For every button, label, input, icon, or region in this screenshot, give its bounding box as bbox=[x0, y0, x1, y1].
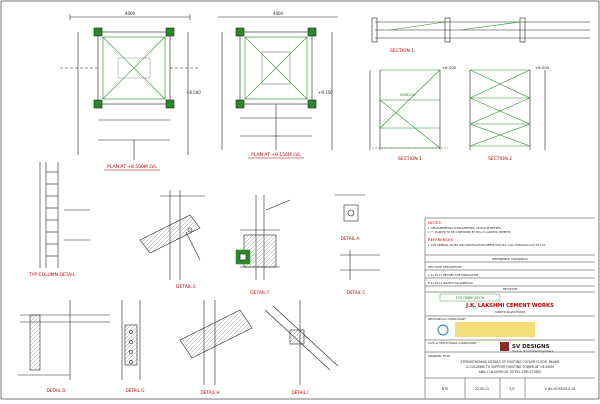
footer-sheet: 2/2 bbox=[509, 387, 514, 391]
title-line: STRENGTHENING DETAILS OF EXISTING COOLER… bbox=[460, 360, 559, 364]
sv-logo-icon bbox=[500, 342, 509, 351]
dim-4000-plan-top: 4000 bbox=[273, 11, 284, 16]
consultant-label: MECHANICAL CONSULTANT bbox=[428, 317, 466, 321]
title-detail-d: DETAIL D bbox=[46, 388, 65, 393]
reference-title: REFERENCE DRAWINGS bbox=[492, 257, 527, 261]
title-column-detail: TYP COLUMN DETAIL bbox=[28, 272, 76, 278]
client-location: SIROHI(RAJASTHAN) bbox=[495, 310, 525, 314]
revision-row: A 21.05.11 REVISED FOR FABRICATION bbox=[428, 273, 478, 277]
detail-g-view bbox=[121, 300, 141, 380]
title-plan-hb: PLAN AT +8.500M LVL bbox=[107, 164, 157, 170]
detail-a-view bbox=[335, 194, 365, 222]
references-heading: REFERENCES bbox=[428, 237, 454, 242]
title-block bbox=[424, 217, 595, 398]
title-detail-i: DETAIL I bbox=[291, 390, 308, 395]
detail-f-view bbox=[240, 195, 291, 280]
notes-heading: NOTES bbox=[428, 220, 442, 225]
title-label: DRAWING TITLE bbox=[428, 354, 450, 358]
dim-4000-plan: 4000 bbox=[125, 11, 136, 16]
structural-label: CIVIL & STRUCTURAL CONSULTANT bbox=[428, 341, 477, 345]
structural-sub: Civil & Structural Engineers bbox=[512, 349, 554, 353]
section2-elevation bbox=[469, 69, 546, 150]
section1-elevation bbox=[369, 69, 448, 150]
level-section1: +8.500 bbox=[442, 65, 457, 70]
stamp-box bbox=[439, 293, 501, 302]
detail-e-view bbox=[139, 190, 205, 280]
detail-c-view bbox=[340, 250, 380, 280]
level-plan-hb: +8.500 bbox=[186, 90, 201, 95]
footer-date: 23.05.11 bbox=[475, 387, 489, 391]
title-detail-e: DETAIL E bbox=[176, 284, 196, 290]
plan-top-view bbox=[218, 16, 338, 150]
client-name: J.K. LAKSHMI CEMENT WORKS bbox=[465, 303, 554, 309]
level-plan-top: +9.150 bbox=[318, 90, 333, 95]
section1-view bbox=[371, 17, 590, 43]
note-line: 2. ** MARKED TO BE CONFIRMED BY M/S J.K … bbox=[428, 230, 511, 234]
revision-caption: REVISION bbox=[503, 287, 517, 291]
title-section2: SECTION 2 bbox=[488, 156, 512, 162]
title-line: AND +16.000M LVL (STEEL STRUCTURE) bbox=[479, 370, 542, 374]
title-section1: SECTION 1 bbox=[390, 48, 414, 54]
footer-drawing-no: V-JKL-HOSSOS-S-04 bbox=[544, 387, 575, 391]
reference-line: 1. FOR GENERAL NOTES AND SPECIFICATIONS … bbox=[428, 243, 546, 247]
structural-firm: SV DESIGNS bbox=[512, 344, 550, 350]
note-line: 1. MEASUREMENTS IN MILLIMETRES. LEVELS I… bbox=[428, 226, 502, 230]
revision-row: B 21.03.11 ISSUED FOR APPROVAL bbox=[428, 281, 474, 285]
detail-b-view bbox=[235, 249, 251, 265]
detail-h-view bbox=[179, 300, 253, 385]
title-detail-h: DETAIL H bbox=[200, 390, 219, 395]
title-detail-g: DETAIL G bbox=[125, 388, 144, 393]
level-section2: +8.500 bbox=[535, 65, 550, 70]
title-section1-elev: SECTION 1 bbox=[398, 156, 422, 162]
detail-i-view bbox=[264, 300, 339, 385]
detail-d-view bbox=[18, 300, 110, 380]
title-detail-c: DETAIL C bbox=[347, 290, 366, 295]
column-detail-view bbox=[39, 162, 90, 268]
footer-scale: NTS bbox=[442, 387, 448, 391]
revision-header: REV DATE DESCRIPTION bbox=[428, 265, 462, 269]
title-detail-a: DETAIL A bbox=[341, 236, 360, 241]
plan-hb-view bbox=[60, 14, 200, 160]
consultant-logo-icon bbox=[437, 324, 449, 336]
consultant-panel bbox=[455, 322, 535, 337]
title-plan-top: PLAN AT +9.150M LVL bbox=[251, 152, 301, 158]
title-detail-f: DETAIL F bbox=[250, 290, 270, 296]
title-line: & COLUMNS TO SUPPORT HOISTING TOWER AT +… bbox=[466, 365, 554, 369]
member-label: ISMB200 bbox=[400, 93, 415, 97]
stamp-text: FOR FABRICATION bbox=[456, 296, 485, 300]
